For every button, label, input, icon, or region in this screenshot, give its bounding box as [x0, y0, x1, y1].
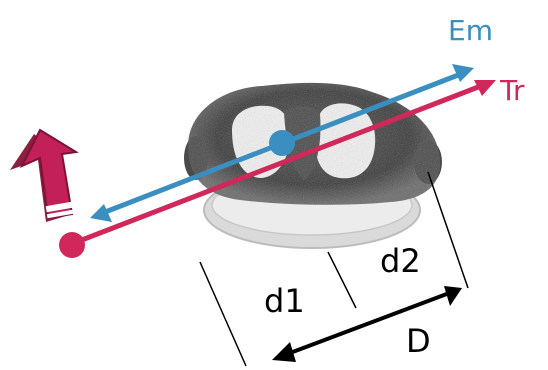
total-distance-arrowhead-right: [444, 286, 462, 306]
total-distance-label: D: [406, 322, 431, 360]
total-distance-line: [281, 290, 453, 358]
transmission-arrowhead: [474, 80, 496, 96]
detector-arrow-stripe-1: [45, 201, 73, 213]
transmission-source-point: [59, 232, 85, 258]
detector-arrow-stripe-2: [46, 209, 74, 219]
total-distance-arrowhead-left: [272, 342, 296, 362]
dimension-lines: [199, 171, 469, 367]
transmission-ray: [71, 80, 496, 246]
emission-arrowhead-left: [90, 204, 112, 222]
phantom-cross-section: [184, 82, 442, 249]
dimension-boundary-right: [427, 171, 469, 289]
detector-arrow-icon: [10, 128, 79, 222]
emission-arrowhead-right: [452, 64, 474, 82]
dimension-boundary-left: [199, 261, 247, 367]
transmission-line: [71, 81, 489, 246]
distance-1-label: d1: [264, 282, 305, 320]
total-distance-arrow: [272, 286, 462, 362]
emission-label: Em: [448, 14, 493, 47]
dimension-boundary-middle: [327, 251, 357, 309]
emission-source-point: [269, 130, 295, 156]
distance-2-label: d2: [380, 242, 421, 280]
transmission-label: Tr: [499, 74, 525, 107]
emission-ray: [90, 64, 474, 222]
